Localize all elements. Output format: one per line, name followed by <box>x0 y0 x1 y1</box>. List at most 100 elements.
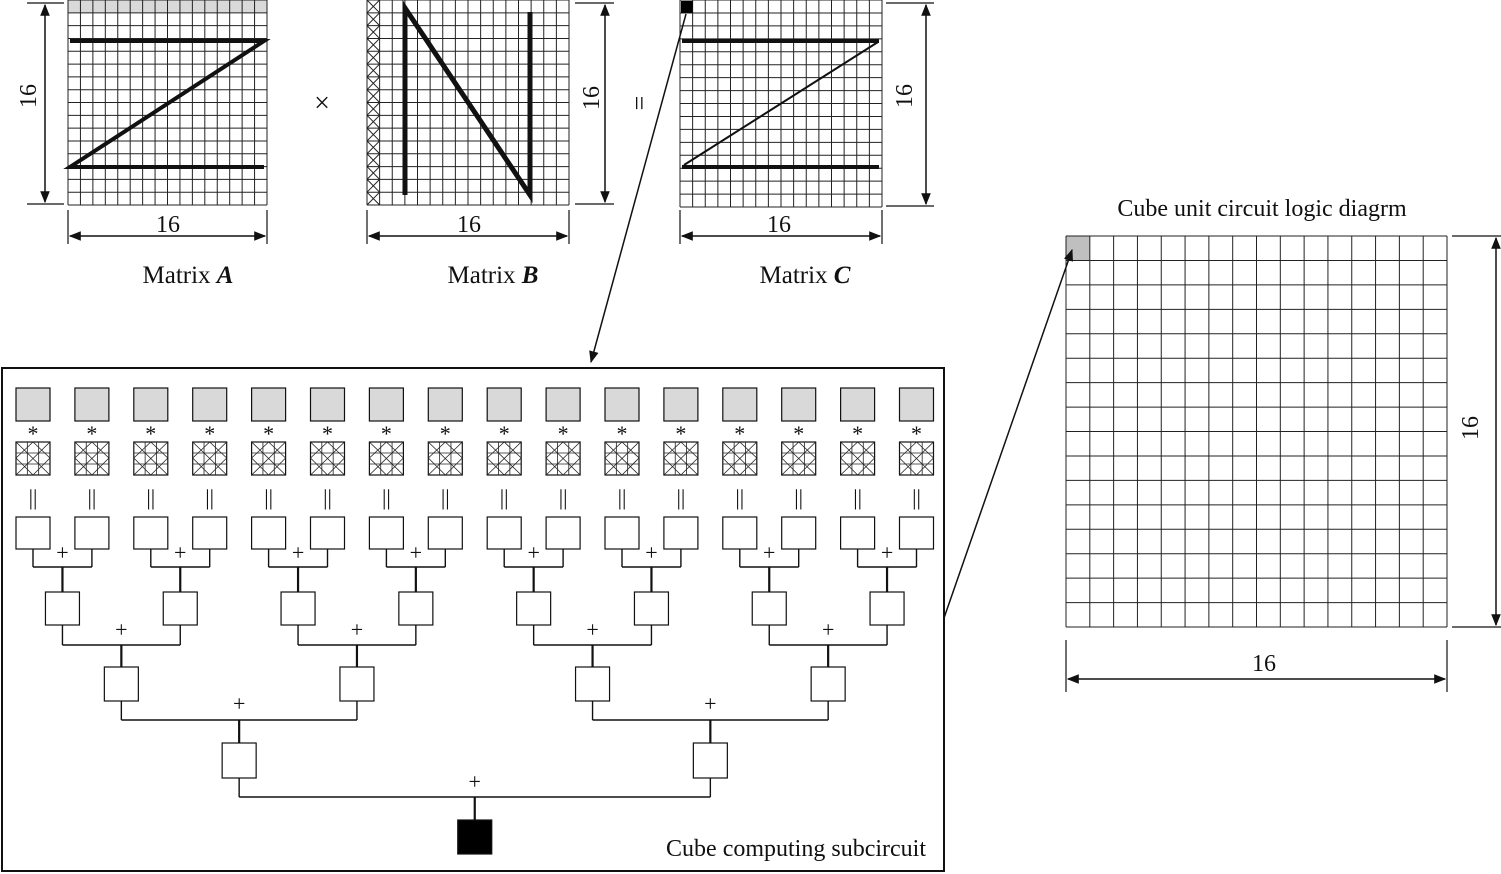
multiply-symbol: * <box>322 421 333 446</box>
partial-sum-box <box>339 666 375 702</box>
equal-symbol: || <box>146 485 155 510</box>
adder-node: + <box>238 769 712 855</box>
cube-unit-dimensions <box>1065 235 1501 692</box>
add-symbol: + <box>469 769 481 794</box>
multiply-lane: *|| <box>898 387 935 550</box>
matrix-b-height-label: 16 <box>579 86 605 110</box>
multiply-symbol: * <box>852 421 863 446</box>
column-input-cell <box>15 441 51 476</box>
column-input-cell <box>368 441 404 476</box>
equals-operator: = <box>625 96 654 111</box>
matrix-a-title: Matrix A <box>143 262 234 289</box>
product-box <box>545 516 581 550</box>
equal-symbol: || <box>500 485 509 510</box>
multiply-lane: *|| <box>545 387 581 550</box>
adder-node: + <box>739 540 800 626</box>
matrix-c-dimensions <box>679 2 934 244</box>
product-box <box>663 516 699 550</box>
subcircuit-title: Cube computing subcircuit <box>666 836 926 862</box>
add-symbol: + <box>704 691 716 716</box>
equal-symbol: || <box>794 485 803 510</box>
matrix-a-width-label: 16 <box>156 212 180 238</box>
multiply-symbol: * <box>558 421 569 446</box>
multiply-lane: *|| <box>604 387 640 550</box>
cube-unit-lines <box>1065 235 1448 628</box>
product-box <box>192 516 228 550</box>
multiply-symbol: * <box>263 421 274 446</box>
column-input-cell <box>604 441 640 476</box>
adder-node: + <box>591 691 829 779</box>
column-input-cell <box>74 441 110 476</box>
multiply-symbol: * <box>675 421 686 446</box>
column-input-cell <box>781 441 817 476</box>
row-input-cell <box>486 387 522 422</box>
multiply-symbol: * <box>28 421 39 446</box>
column-input-cell <box>427 441 463 476</box>
partial-sum-box <box>162 591 198 626</box>
row-input-cell <box>133 387 169 422</box>
equal-symbol: || <box>735 485 744 510</box>
adder-node: + <box>61 617 181 702</box>
row-input-cell <box>15 387 51 422</box>
product-box <box>15 516 51 550</box>
multiply-lane: *|| <box>368 387 404 550</box>
adder-node: + <box>267 540 329 626</box>
product-box <box>368 516 404 550</box>
matrix-a-grid <box>67 0 268 206</box>
multiply-symbol: * <box>145 421 156 446</box>
partial-sum-box <box>280 591 316 626</box>
column-input-cell <box>309 441 346 476</box>
matrix-c-width-label: 16 <box>767 212 791 238</box>
add-symbol: + <box>115 617 127 642</box>
equal-symbol: || <box>441 485 450 510</box>
multiply-symbol: * <box>499 421 510 446</box>
matrix-b-crossed-column <box>366 0 380 206</box>
matrix-a-dimensions <box>27 2 268 244</box>
multiply-symbol: * <box>381 421 392 446</box>
partial-sum-box <box>692 742 728 779</box>
product-box <box>486 516 522 550</box>
column-input-cell <box>251 441 287 476</box>
matrix-b-n-path <box>402 0 533 204</box>
row-input-cell <box>663 387 699 422</box>
adder-node: + <box>532 617 653 702</box>
row-input-cell <box>309 387 346 422</box>
equal-symbol: || <box>205 485 214 510</box>
cube-unit-grid <box>943 235 1501 692</box>
column-input-cell <box>722 441 758 476</box>
adder-node: + <box>150 540 211 626</box>
multiply-symbol: * <box>86 421 97 446</box>
matrix-c-height-label: 16 <box>892 84 918 108</box>
row-input-cell <box>192 387 228 422</box>
multiply-lane: *|| <box>781 387 817 550</box>
multiply-lane: *|| <box>74 387 110 550</box>
equal-symbol: || <box>618 485 627 510</box>
equal-symbol: || <box>676 485 685 510</box>
multiply-lane: * || <box>133 387 169 550</box>
adder-node: + <box>297 617 417 702</box>
partial-sum-box <box>398 591 434 626</box>
equal-symbol: || <box>29 485 38 510</box>
adder-node: + <box>768 617 888 702</box>
matrix-c-diagonal <box>683 41 879 166</box>
column-input-cell <box>486 441 522 476</box>
multiply-symbol: * <box>734 421 745 446</box>
multiply-lane: * || <box>309 387 346 550</box>
row-input-cell <box>427 387 463 422</box>
add-symbol: + <box>881 540 893 565</box>
product-box <box>309 516 346 550</box>
subcircuit-frame <box>1 367 945 872</box>
matrix-a-height-label: 16 <box>16 84 42 108</box>
multiply-lane: * || <box>663 387 699 550</box>
matrix-a-z-path <box>63 39 271 169</box>
row-input-cell <box>839 387 876 422</box>
multiply-lane: * || <box>15 387 51 550</box>
cube-unit-title: Cube unit circuit logic diagrm <box>1117 196 1407 222</box>
matrix-c-first-cell <box>681 1 693 13</box>
equal-symbol: || <box>323 485 332 510</box>
adder-node: + <box>856 540 918 626</box>
product-box <box>781 516 817 550</box>
matrix-b-title: Matrix B <box>448 262 539 289</box>
equal-symbol: || <box>264 485 273 510</box>
